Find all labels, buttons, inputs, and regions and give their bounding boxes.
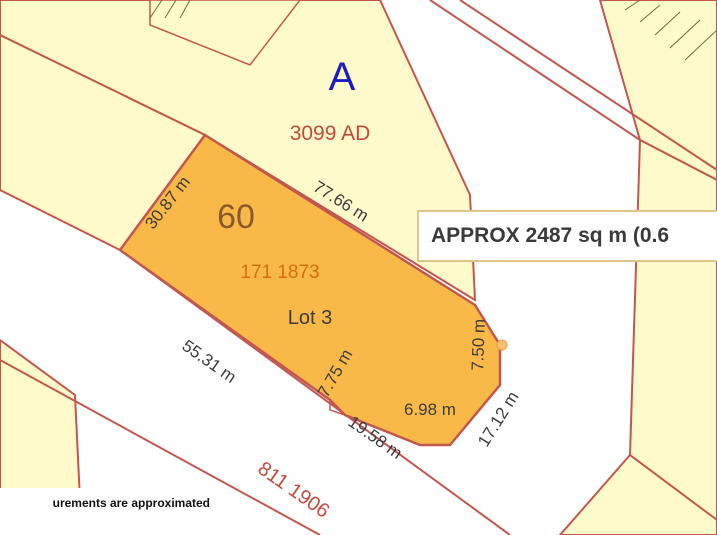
parent-plan-label: 3099 AD <box>290 122 371 145</box>
lot-plan-ref: 171 1873 <box>240 262 319 283</box>
lot-number: 60 <box>217 198 255 236</box>
lot-name: Lot 3 <box>288 307 332 329</box>
parcel-south-east <box>558 453 717 535</box>
parcel-south-west <box>0 338 82 501</box>
parcel-block-a <box>0 0 477 302</box>
hatch-top-right <box>624 0 717 61</box>
area-label: APPROX 2487 sq m (0.6 <box>431 224 670 247</box>
lot-inner-step-line <box>329 400 346 416</box>
dim-east-upper: 7.50 m <box>468 319 489 372</box>
adjacent-plan-label: 811 1906 <box>254 458 334 523</box>
disclaimer-text: urements are approximated <box>52 496 210 510</box>
parcel-top-inner <box>149 0 301 66</box>
block-letter: A <box>329 55 356 99</box>
corner-marker <box>496 339 508 351</box>
area-callout: APPROX 2487 sq m (0.6 <box>417 210 717 262</box>
parcel-east <box>598 0 717 182</box>
dim-east-short: 6.98 m <box>404 400 456 419</box>
dim-south: 55.31 m <box>179 336 240 387</box>
disclaimer-banner: urements are approximated <box>0 488 210 518</box>
highlighted-lot[interactable] <box>118 133 502 447</box>
hatch-top-left <box>149 0 191 19</box>
